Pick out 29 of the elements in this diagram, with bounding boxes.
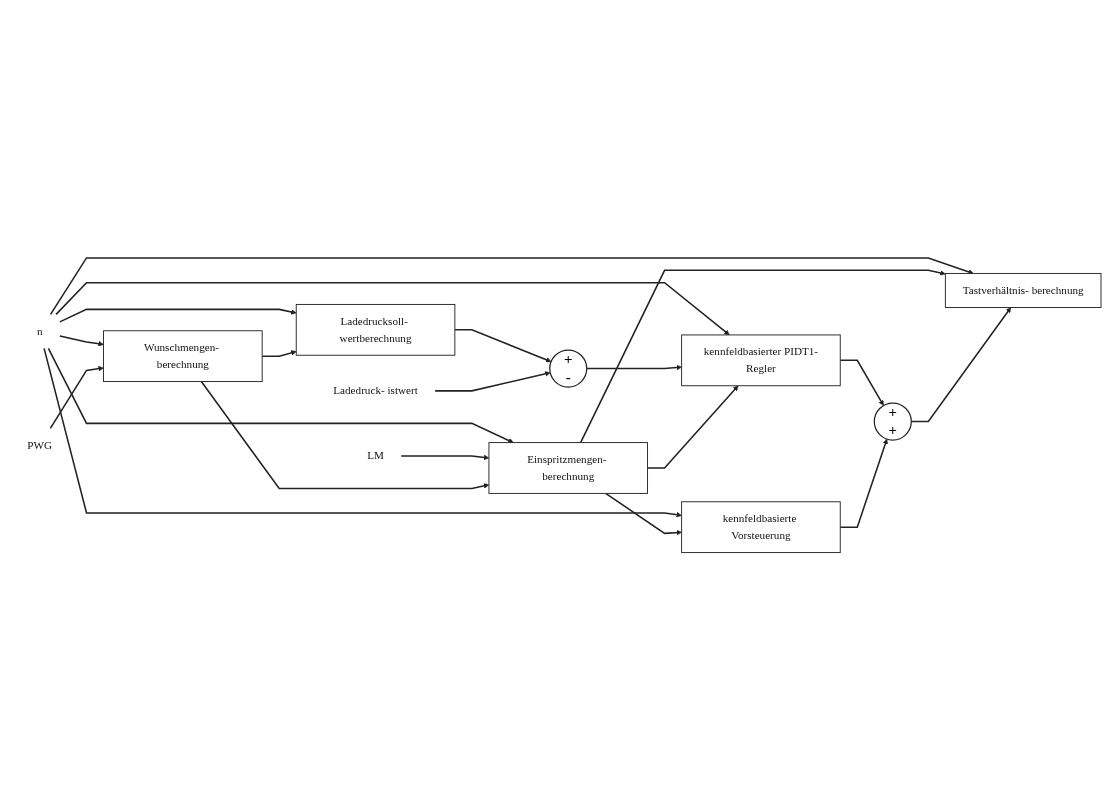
node-box: kennfeldbasierter PIDT1-Regler — [681, 334, 841, 386]
arrow — [59, 308, 297, 323]
node-box: Tastverhältnis- berechnung — [944, 272, 1102, 308]
node-box: Wunschmengen- berechnung — [103, 330, 263, 382]
arrow — [646, 385, 739, 469]
node-circle: + - — [549, 349, 588, 388]
arrow — [49, 256, 974, 315]
node-text: Ladedruck- istwert — [333, 384, 418, 397]
node-text: PWG — [27, 438, 53, 451]
arrow — [261, 349, 297, 357]
arrow — [47, 347, 514, 443]
arrow — [579, 269, 946, 444]
arrow — [200, 380, 490, 489]
node-box: Einspritzmengen- berechnung — [488, 441, 648, 494]
arrow — [49, 365, 104, 429]
arrow — [604, 492, 682, 536]
node-circle: + + — [873, 402, 912, 441]
arrow — [59, 334, 104, 347]
arrow — [43, 347, 682, 518]
arrow — [434, 370, 551, 392]
node-text: n — [36, 324, 43, 337]
arrow — [454, 328, 552, 363]
node-text: LM — [367, 449, 384, 462]
arrow — [400, 454, 490, 460]
node-box: Ladedrucksoll- wertberechnung — [295, 303, 456, 356]
arrow — [839, 438, 888, 528]
arrow — [55, 281, 730, 335]
node-box: kennfeldbasierte Vorsteuerung — [681, 501, 841, 553]
arrow — [839, 359, 884, 406]
